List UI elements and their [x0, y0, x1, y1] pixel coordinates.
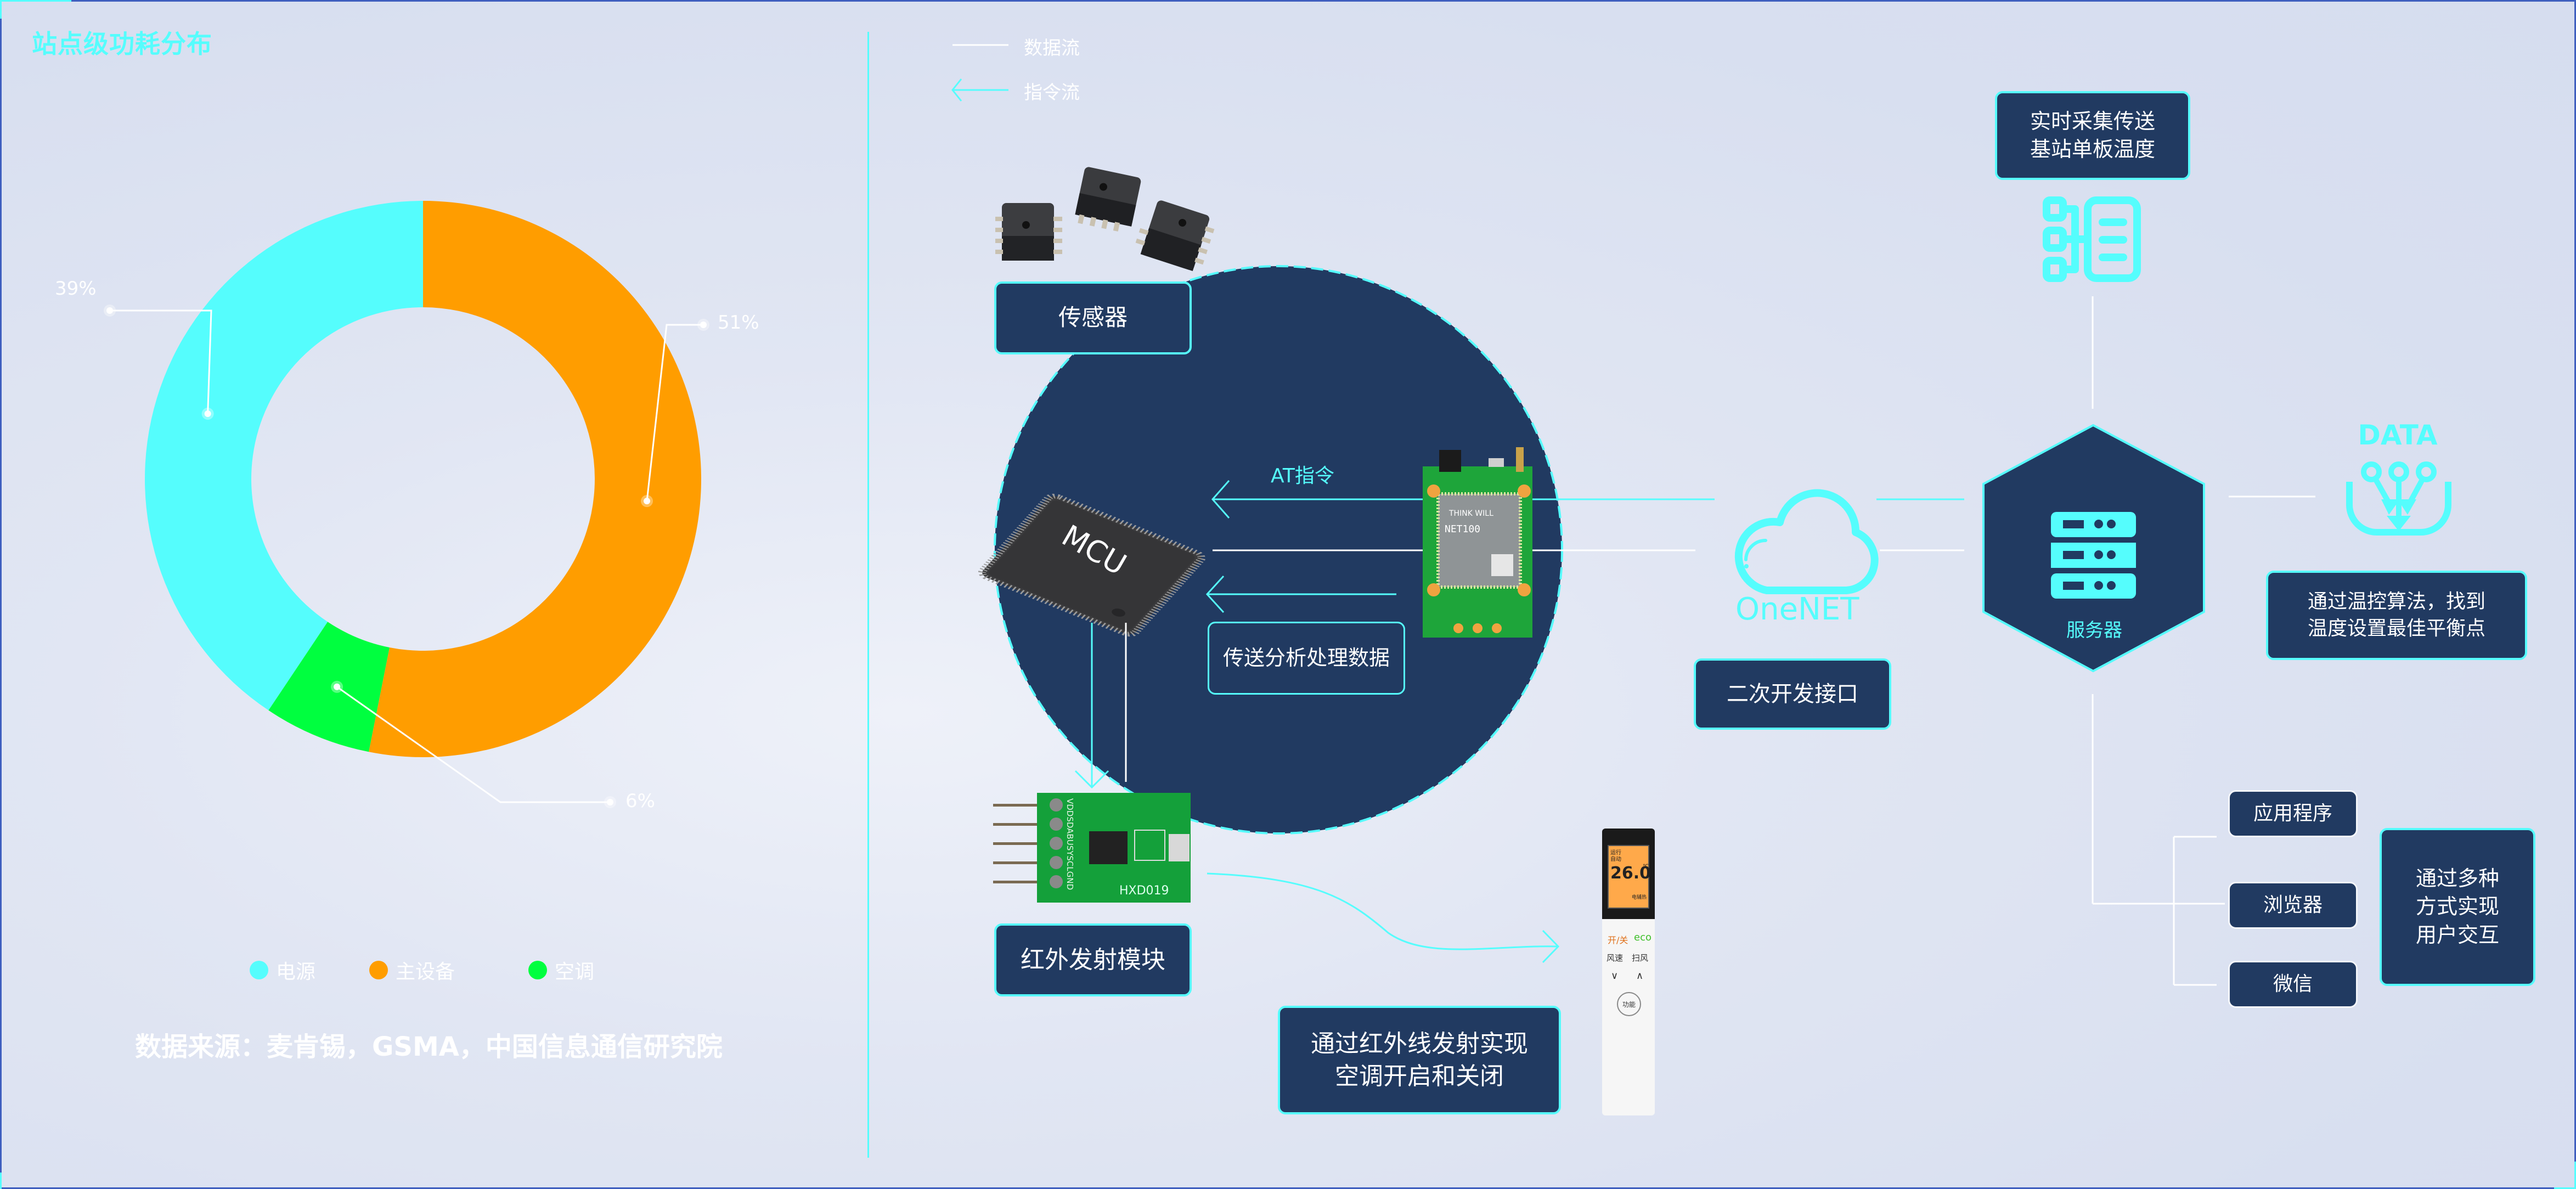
net100-module-image: THINK WILL NET100 [1423, 447, 1532, 638]
mcu-ir-links [1074, 623, 1127, 789]
data-icon: DATA [2346, 419, 2451, 536]
remote-up-button[interactable]: ∧ [1636, 970, 1644, 982]
client-wechat-button[interactable]: 微信 [2228, 961, 2358, 1008]
ir-description-box: 通过红外线发射实现 空调开启和关闭 [1278, 1006, 1561, 1114]
data-label-main-equipment: 51% [718, 312, 759, 334]
process-data-box: 传送分析处理数据 [1208, 622, 1405, 695]
corner-accent [2574, 1162, 2576, 1189]
data-label-aircon: 6% [625, 790, 655, 812]
sensor-chips-image [995, 167, 1215, 272]
leader-dot [644, 498, 651, 505]
legend-item-aircon: 空调 [528, 956, 594, 984]
legend-swatch [369, 961, 388, 979]
at-command-label: AT指令 [1271, 465, 1334, 487]
cloud-label: OneNET [1735, 591, 1859, 627]
ir-module-box: 红外发射模块 [994, 923, 1192, 996]
donut-slice-main-equipment [369, 201, 701, 757]
corner-accent [0, 1173, 2, 1189]
remote-power-button[interactable]: 开/关 [1608, 935, 1628, 945]
algorithm-box: 通过温控算法，找到 温度设置最佳平衡点 [2266, 571, 2527, 660]
leader-dot [204, 410, 211, 417]
corner-accent [0, 0, 71, 2]
remote-down-button[interactable]: ∨ [1611, 970, 1619, 982]
remote-fan-speed-button[interactable]: 风速 [1607, 953, 1624, 963]
leader-dot [334, 683, 341, 690]
collect-temperature-box: 实时采集传送 基站单板温度 [1995, 91, 2190, 180]
server-label: 服务器 [2066, 619, 2122, 641]
corner-accent [2554, 1187, 2576, 1189]
remote-function-button[interactable]: 功能 [1617, 992, 1641, 1016]
remote-aux-heat: 电辅热 [1631, 895, 1647, 900]
remote-mode: 运行 [1610, 850, 1621, 856]
ac-remote-image: 运行 自动 26.0 ℃ 电辅热 开/关 eco 风速 扫风 ∨ ∧ 功能 [1602, 829, 1655, 1115]
data-label-power: 39% [55, 278, 97, 300]
legend-swatch [250, 961, 268, 979]
corner-accent [0, 0, 2, 19]
sensor-chip [1135, 200, 1215, 272]
sensor-box: 传感器 [994, 281, 1192, 354]
ir-module-image: VDDSDABUSYSCLGND HXD019 [993, 793, 1191, 903]
ir-pin-labels: VDDSDABUSYSCLGND [1065, 798, 1075, 890]
arrow-left-icon [1205, 575, 1225, 613]
mcu-chip-image: MCU [978, 493, 1206, 637]
leader-dot [106, 307, 113, 314]
ir-signal-curve [1207, 872, 1560, 963]
cloud-icon [1734, 489, 1879, 594]
chart-title: 站点级功耗分布 [32, 29, 212, 59]
ir-chip-label: HXD019 [1119, 884, 1169, 898]
server-icon [2051, 512, 2136, 599]
leader-line [646, 324, 703, 501]
leader-dot [700, 322, 707, 328]
module-brand: THINK WILL [1448, 509, 1493, 518]
donut-slice-aircon [268, 622, 390, 752]
data-icon-label: DATA [2358, 419, 2438, 451]
arrow-right-icon [1542, 929, 1560, 963]
cloud-links [1712, 498, 1964, 551]
legend-item-power: 电源 [250, 956, 315, 984]
legend-label: 电源 [276, 961, 316, 983]
legend-item-main-equipment: 主设备 [369, 956, 455, 984]
flow-legend-lines [951, 44, 1008, 102]
remote-eco-button[interactable]: eco [1634, 932, 1651, 943]
remote-swing-button[interactable]: 扫风 [1632, 953, 1649, 963]
arrow-left-icon [1211, 480, 1230, 519]
leader-line [336, 686, 610, 803]
remote-unit: ℃ [1643, 864, 1649, 870]
legend-label: 空调 [555, 961, 595, 983]
donut-slice-power [144, 201, 423, 711]
module-label: NET100 [1445, 523, 1480, 535]
arrow-down-icon [1074, 770, 1109, 789]
leader-line [110, 309, 212, 414]
api-box: 二次开发接口 [1694, 658, 1891, 730]
sensor-chip [995, 203, 1062, 261]
client-browser-button[interactable]: 浏览器 [2228, 882, 2358, 929]
legend-command-flow: 指令流 [1024, 82, 1080, 104]
sensor-chip [1075, 167, 1141, 232]
remote-auto: 自动 [1610, 856, 1621, 863]
arrow-left-icon [951, 78, 962, 102]
user-interaction-box: 通过多种 方式实现 用户交互 [2380, 828, 2535, 986]
hierarchy-list-icon [2043, 196, 2141, 282]
panel-divider [867, 32, 869, 1158]
donut-chart [104, 201, 709, 808]
legend-data-flow: 数据流 [1024, 37, 1080, 59]
server-hexagon: 服务器 [1982, 424, 2205, 673]
legend-swatch [528, 961, 547, 979]
leader-dot [607, 799, 613, 805]
remote-temperature: 26.0 [1610, 864, 1651, 883]
data-source: 数据来源：麦肯锡，GSMA，中国信息通信研究院 [135, 1032, 723, 1062]
client-app-button[interactable]: 应用程序 [2228, 790, 2358, 837]
legend-label: 主设备 [396, 961, 455, 983]
server-links [2092, 296, 2315, 986]
